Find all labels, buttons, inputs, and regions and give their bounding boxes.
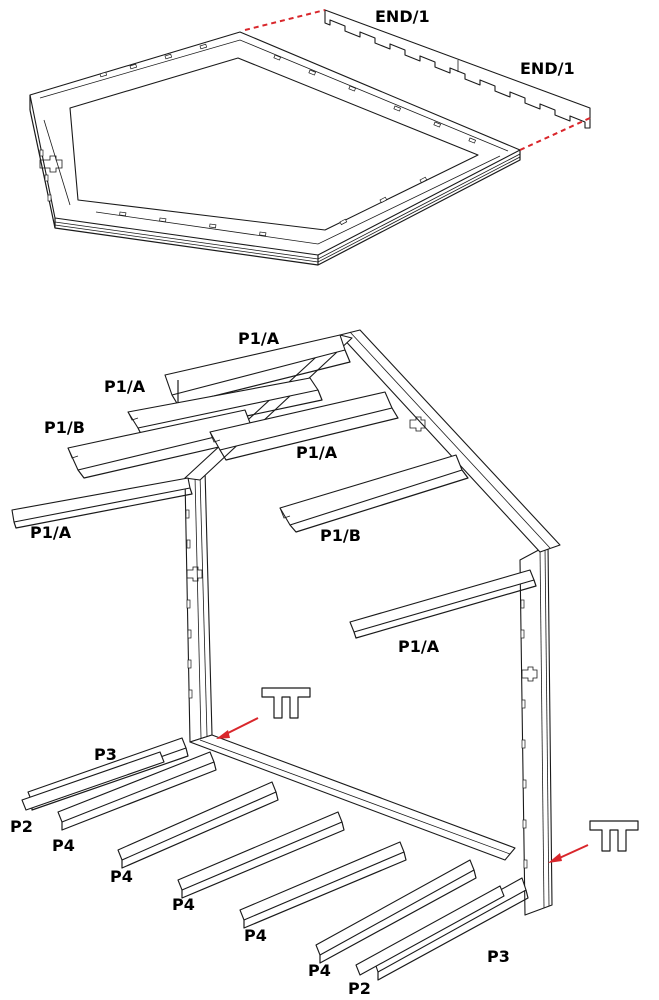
label-end-1b: END/1 (520, 59, 575, 78)
label-p2-left: P2 (10, 817, 33, 836)
joint-icon-left (261, 687, 311, 719)
label-p4-3: P4 (172, 895, 195, 914)
label-p2-right: P2 (348, 979, 371, 998)
arrowhead-left (216, 730, 230, 739)
frame-slots (39, 43, 477, 237)
label-p1a-top: P1/A (238, 329, 280, 348)
label-p4-5: P4 (308, 961, 331, 980)
label-p4-1: P4 (52, 836, 75, 855)
label-p4-2: P4 (110, 867, 133, 886)
label-p1b-center: P1/B (320, 526, 361, 545)
roof-panel-p1a-center (209, 391, 399, 461)
post-slots (185, 509, 528, 869)
label-p1a-far-left: P1/A (30, 523, 72, 542)
label-p1b-left: P1/B (44, 418, 85, 437)
roof-panel-p1a-top (164, 334, 351, 406)
label-p3-right: P3 (487, 947, 510, 966)
end-piece-1 (324, 9, 591, 129)
arrowhead-right (548, 853, 562, 863)
label-p1a-center: P1/A (296, 443, 338, 462)
label-p1a-right: P1/A (398, 637, 440, 656)
end-piece-dashes (244, 9, 591, 151)
roof-panel-p1a-right (349, 569, 537, 639)
label-end-1a: END/1 (375, 7, 430, 26)
roof-panel-p1a-far-left (11, 477, 193, 529)
pentagon-frame (29, 31, 521, 266)
label-p1a-upper-left: P1/A (104, 377, 146, 396)
joint-icon-right (589, 820, 639, 852)
floor-frame (21, 734, 529, 981)
label-p4-4: P4 (244, 926, 267, 945)
label-p3-left: P3 (94, 745, 117, 764)
roof-panel-p1b-center (279, 454, 469, 533)
